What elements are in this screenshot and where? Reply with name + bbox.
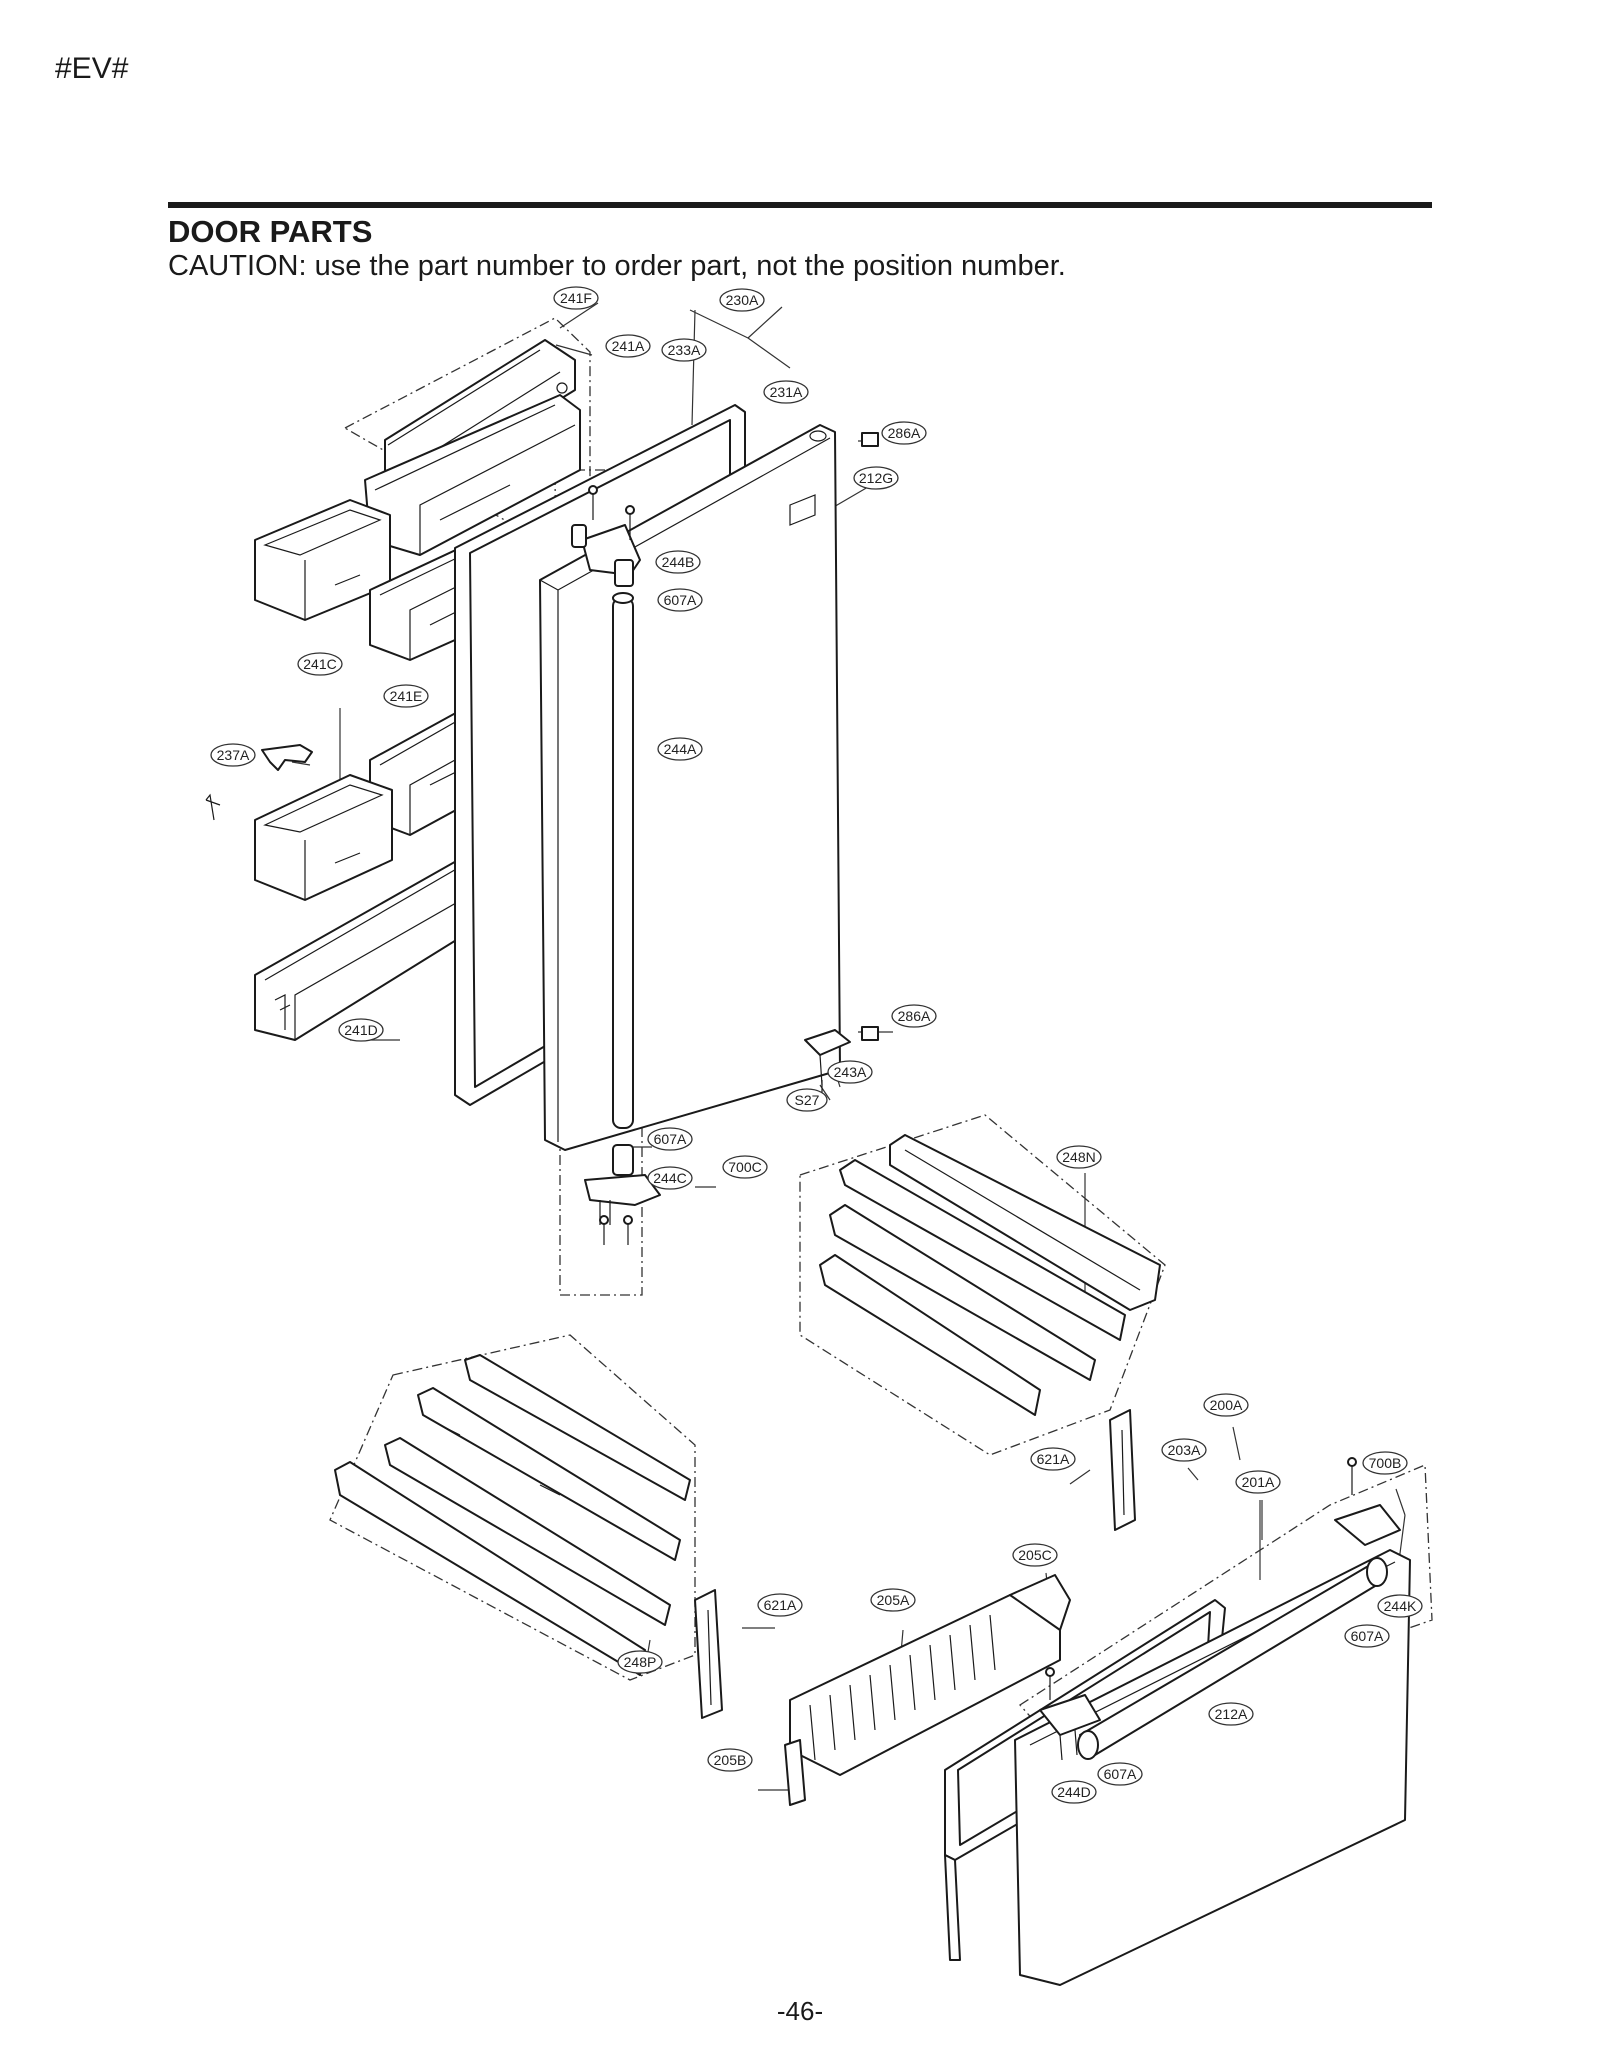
hinge-pin-244A: [612, 592, 634, 1129]
rail-set-248N: [819, 1134, 1161, 1416]
callout-607A-mid: 607A: [647, 1127, 693, 1151]
svg-text:607A: 607A: [664, 592, 697, 608]
freezer-hinge-244D: [1039, 1694, 1101, 1761]
callout-241F: 241F: [553, 286, 599, 310]
rail-set-248P: [334, 1354, 691, 1676]
callout-700C: 700C: [722, 1155, 768, 1179]
svg-text:248P: 248P: [624, 1654, 657, 1670]
upper-hinge-244B: [571, 524, 641, 587]
svg-text:S27: S27: [795, 1092, 820, 1108]
svg-text:244D: 244D: [1057, 1784, 1090, 1800]
bin-clip-237A: [261, 744, 313, 771]
svg-text:244B: 244B: [662, 554, 695, 570]
svg-text:201A: 201A: [1242, 1474, 1275, 1490]
svg-text:203A: 203A: [1168, 1442, 1201, 1458]
callout-205B: 205B: [707, 1748, 753, 1772]
basket-end-205B: [784, 1739, 806, 1806]
callout-621A-lower: 621A: [757, 1593, 803, 1617]
caution-note: CAUTION: use the part number to order pa…: [168, 250, 1066, 282]
svg-text:243A: 243A: [834, 1064, 867, 1080]
callout-231A: 231A: [763, 380, 809, 404]
callout-200A: 200A: [1203, 1393, 1249, 1417]
callout-607A-upper: 607A: [657, 588, 703, 612]
freezer-hinge-244K: [1334, 1504, 1401, 1546]
callout-233A: 233A: [661, 338, 707, 362]
svg-text:230A: 230A: [726, 292, 759, 308]
callout-244K: 244K: [1377, 1594, 1423, 1618]
callout-S27: S27: [786, 1088, 828, 1112]
svg-text:241C: 241C: [303, 656, 336, 672]
callout-244A: 244A: [657, 737, 703, 761]
lower-hinge-244C: [584, 1144, 661, 1225]
callout-212A: 212A: [1208, 1702, 1254, 1726]
callout-607A-bottom: 607A: [1097, 1762, 1143, 1786]
svg-text:621A: 621A: [764, 1597, 797, 1613]
callout-244B: 244B: [655, 550, 701, 574]
svg-text:248N: 248N: [1062, 1149, 1095, 1165]
svg-text:607A: 607A: [1104, 1766, 1137, 1782]
svg-text:212A: 212A: [1215, 1706, 1248, 1722]
hinge-lower-group-outline: [1019, 1464, 1433, 1751]
svg-text:241A: 241A: [612, 338, 645, 354]
callout-241E: 241E: [383, 684, 429, 708]
door-bin-241C-upper: [254, 499, 391, 621]
svg-text:244K: 244K: [1384, 1598, 1417, 1614]
callout-248P: 248P: [617, 1650, 663, 1674]
callout-241C: 241C: [297, 652, 343, 676]
callout-203A: 203A: [1161, 1438, 1207, 1462]
svg-text:607A: 607A: [654, 1131, 687, 1147]
svg-text:200A: 200A: [1210, 1397, 1243, 1413]
page-title: DOOR PARTS: [168, 214, 373, 249]
svg-text:212G: 212G: [859, 470, 893, 486]
rail-set-upper-outline: [799, 1114, 1166, 1456]
svg-text:241F: 241F: [560, 290, 592, 306]
svg-text:244C: 244C: [653, 1170, 686, 1186]
callout-205A: 205A: [870, 1588, 916, 1612]
callout-201A: 201A: [1235, 1470, 1281, 1494]
callout-286A-top: 286A: [881, 421, 927, 445]
callout-248N: 248N: [1056, 1145, 1102, 1169]
svg-text:607A: 607A: [1351, 1628, 1384, 1644]
page-code: #EV#: [55, 52, 129, 85]
callout-621A-upper: 621A: [1030, 1447, 1076, 1471]
callout-237A: 237A: [210, 743, 256, 767]
svg-text:286A: 286A: [888, 425, 921, 441]
svg-text:241E: 241E: [390, 688, 423, 704]
door-bin-241C-lower: [254, 774, 393, 901]
svg-text:205A: 205A: [877, 1592, 910, 1608]
svg-text:241D: 241D: [344, 1022, 377, 1038]
svg-text:244A: 244A: [664, 741, 697, 757]
svg-text:237A: 237A: [217, 747, 250, 763]
screws: [588, 485, 1357, 1700]
callout-205C: 205C: [1012, 1543, 1058, 1567]
bracket-621A-upper: [1109, 1409, 1136, 1531]
callout-244D: 244D: [1051, 1780, 1097, 1804]
callout-241A: 241A: [605, 334, 651, 358]
heading-rule: [168, 202, 1432, 208]
callout-212G: 212G: [853, 466, 899, 490]
clip-fragment: [205, 793, 221, 821]
callout-286A-bottom: 286A: [891, 1004, 937, 1028]
caps-286A: [861, 432, 879, 1041]
callout-243A: 243A: [827, 1060, 873, 1084]
page-number: -46-: [776, 1996, 824, 2026]
svg-text:205B: 205B: [714, 1752, 747, 1768]
handle-212A: [1077, 1557, 1388, 1760]
basket-end-205C: [1009, 1574, 1071, 1631]
callout-230A: 230A: [719, 288, 765, 312]
svg-text:621A: 621A: [1037, 1451, 1070, 1467]
callout-607A-right: 607A: [1344, 1624, 1390, 1648]
svg-text:233A: 233A: [668, 342, 701, 358]
svg-text:205C: 205C: [1018, 1547, 1051, 1563]
svg-text:700C: 700C: [728, 1159, 761, 1175]
svg-text:286A: 286A: [898, 1008, 931, 1024]
callout-700B: 700B: [1362, 1451, 1408, 1475]
rail-set-lower-outline: [329, 1334, 696, 1681]
bracket-621A-lower: [694, 1589, 723, 1719]
svg-text:700B: 700B: [1369, 1455, 1402, 1471]
callout-244C: 244C: [647, 1166, 693, 1190]
callout-241D: 241D: [338, 1018, 384, 1042]
svg-text:231A: 231A: [770, 384, 803, 400]
